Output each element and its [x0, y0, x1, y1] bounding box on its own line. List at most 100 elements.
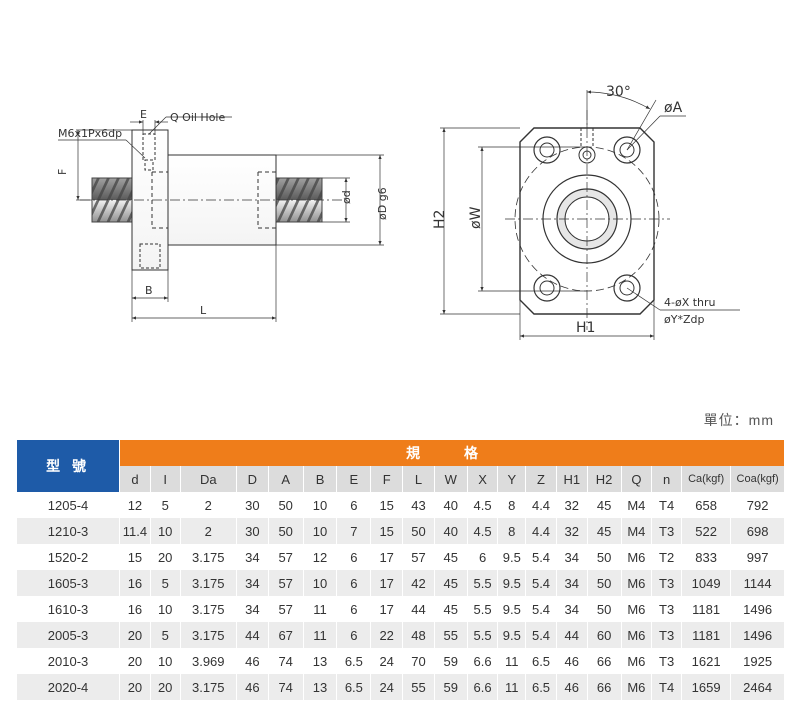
- table-cell: 6.6: [467, 674, 499, 700]
- model-cell: 2020-4: [17, 674, 121, 700]
- table-cell: 1925: [730, 648, 785, 674]
- table-cell: 13: [303, 648, 338, 674]
- table-cell: 11: [497, 674, 527, 700]
- table-cell: T3: [651, 648, 682, 674]
- label-thread: M6x1Px6dp: [58, 127, 122, 140]
- table-cell: M4: [621, 492, 653, 518]
- table-cell: 22: [370, 622, 404, 648]
- table-cell: T4: [651, 492, 682, 518]
- table-cell: T3: [651, 570, 682, 596]
- label-h1: H1: [576, 320, 595, 336]
- table-cell: 11: [303, 596, 338, 622]
- table-cell: 1621: [681, 648, 732, 674]
- column-header: H2: [587, 466, 622, 492]
- table-cell: 60: [587, 622, 622, 648]
- table-cell: 10: [150, 596, 181, 622]
- table-cell: 15: [370, 492, 404, 518]
- table-cell: 4.5: [467, 492, 499, 518]
- table-cell: 10: [303, 518, 338, 544]
- model-header: 型 號: [17, 440, 121, 492]
- table-cell: 16: [119, 596, 151, 622]
- table-cell: 522: [681, 518, 732, 544]
- table-cell: 6: [467, 544, 499, 570]
- model-cell: 1605-3: [17, 570, 121, 596]
- label-h2: H2: [432, 210, 448, 229]
- table-cell: 1181: [681, 596, 732, 622]
- table-cell: T2: [651, 544, 682, 570]
- table-cell: T3: [651, 518, 682, 544]
- table-cell: 5.4: [525, 544, 557, 570]
- table-cell: 45: [434, 544, 468, 570]
- table-cell: 20: [150, 674, 181, 700]
- column-header: Da: [180, 466, 237, 492]
- table-cell: 50: [587, 570, 622, 596]
- column-header: W: [434, 466, 468, 492]
- table-cell: 34: [236, 544, 269, 570]
- table-cell: 20: [119, 674, 151, 700]
- table-cell: 9.5: [497, 544, 527, 570]
- table-cell: 10: [150, 518, 181, 544]
- table-cell: 34: [556, 544, 588, 570]
- table-cell: 9.5: [497, 622, 527, 648]
- table-cell: 10: [150, 648, 181, 674]
- unit-note: 單位：mm: [703, 412, 774, 428]
- table-cell: 11: [303, 622, 338, 648]
- table-cell: 10: [303, 570, 338, 596]
- table-cell: 1144: [730, 570, 785, 596]
- table-cell: 20: [119, 622, 151, 648]
- table-cell: M6: [621, 570, 653, 596]
- table-cell: 50: [587, 596, 622, 622]
- model-cell: 2010-3: [17, 648, 121, 674]
- table-cell: 74: [268, 648, 304, 674]
- table-cell: 6.5: [525, 648, 557, 674]
- table-cell: 50: [268, 492, 304, 518]
- model-cell: 1520-2: [17, 544, 121, 570]
- column-header: E: [336, 466, 372, 492]
- table-cell: 17: [370, 570, 404, 596]
- column-header: Ca(kgf): [681, 466, 732, 492]
- table-cell: 16: [119, 570, 151, 596]
- table-cell: T3: [651, 596, 682, 622]
- table-cell: 2464: [730, 674, 785, 700]
- table-cell: 6.6: [467, 648, 499, 674]
- table-cell: T3: [651, 622, 682, 648]
- table-cell: 5.5: [467, 596, 499, 622]
- table-cell: 4.5: [467, 518, 499, 544]
- table-cell: 44: [402, 596, 435, 622]
- table-cell: 30: [236, 492, 269, 518]
- label-b: B: [145, 284, 153, 297]
- label-phi-a: øA: [664, 100, 683, 116]
- table-cell: M6: [621, 544, 653, 570]
- table-cell: 34: [236, 570, 269, 596]
- table-cell: 45: [434, 570, 468, 596]
- table-cell: 5.5: [467, 622, 499, 648]
- table-cell: 55: [434, 622, 468, 648]
- table-cell: 5: [150, 570, 181, 596]
- table-cell: 6.5: [336, 674, 372, 700]
- table-cell: 5.4: [525, 596, 557, 622]
- table-cell: 6: [336, 622, 372, 648]
- table-cell: 74: [268, 674, 304, 700]
- table-cell: 57: [268, 544, 304, 570]
- label-phi-d: ød: [340, 190, 353, 204]
- label-oil-hole: Q Oil Hole: [170, 111, 225, 124]
- model-cell: 1205-4: [17, 492, 121, 518]
- table-cell: 66: [587, 648, 622, 674]
- table-cell: 1496: [730, 622, 785, 648]
- table-cell: 6: [336, 596, 372, 622]
- table-cell: 12: [119, 492, 151, 518]
- column-header: H1: [556, 466, 588, 492]
- table-cell: 20: [119, 648, 151, 674]
- table-cell: 833: [681, 544, 732, 570]
- table-cell: 3.175: [180, 570, 237, 596]
- column-header: n: [651, 466, 682, 492]
- label-f: F: [56, 169, 69, 175]
- column-header: D: [236, 466, 269, 492]
- table-cell: 5.5: [467, 570, 499, 596]
- table-cell: 20: [150, 544, 181, 570]
- table-cell: 5: [150, 622, 181, 648]
- table-cell: 6: [336, 492, 372, 518]
